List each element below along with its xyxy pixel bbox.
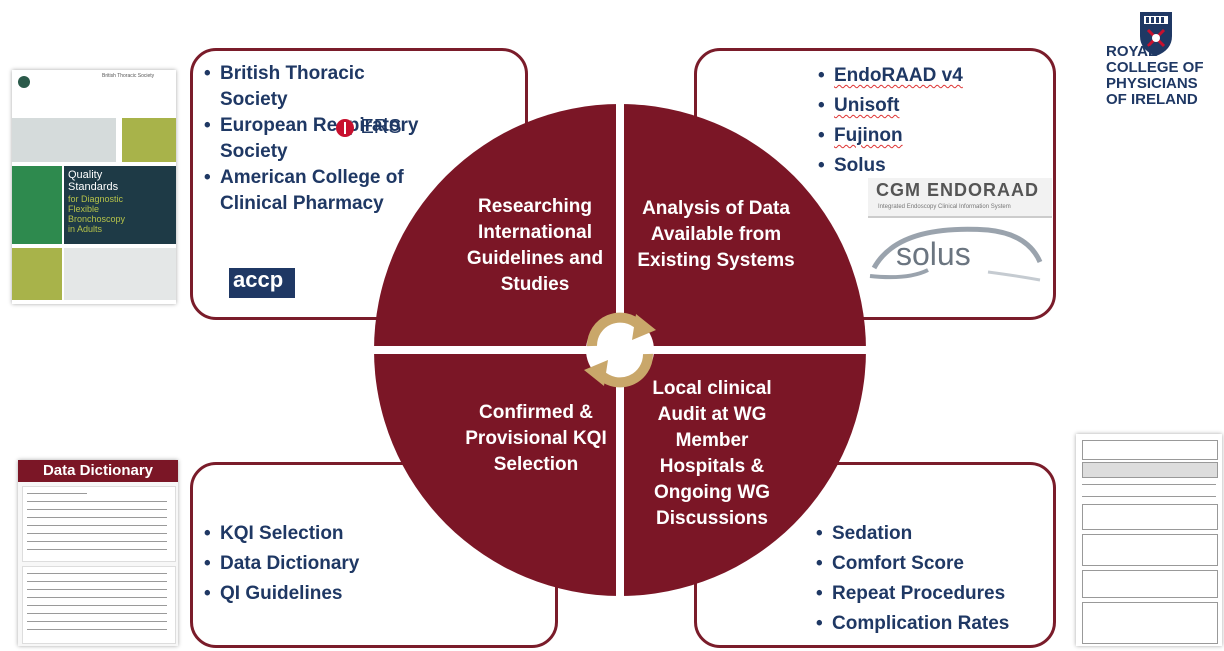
list-item-accp: American College of Clinical Pharmacy [204,165,420,217]
bts-title-panel: Quality Standards for Diagnostic Flexibl… [64,166,176,244]
process-cycle-diagram [370,100,870,600]
cgm-text: CGM ENDORAAD [876,180,1039,200]
kqi-outputs-list: KQI Selection Data Dictionary QI Guideli… [204,519,359,609]
existing-systems-list: EndoRAAD v4 Unisoft Fujinon Solus [818,61,963,181]
quadrant-research-label: Researching International Guidelines and… [466,196,604,295]
rcpi-line-3: PHYSICIANS [1106,75,1198,92]
data-dictionary-title: Data Dictionary [18,460,178,482]
list-item-solus: Solus [818,151,963,181]
list-item-kqi-selection: KQI Selection [204,519,359,549]
list-item-endoraad: EndoRAAD v4 [818,61,963,91]
bts-title-line-1: Quality [68,169,103,181]
list-item-sedation: Sedation [816,519,1009,549]
guidelines-sources-list: British Thoracic Society European Respir… [204,61,434,217]
accp-logo: accp [229,268,295,298]
rcpi-line-2: COLLEGE OF [1106,59,1204,76]
bts-block-green-2 [12,166,62,244]
recycle-arrows-icon [584,312,656,388]
bts-block-green-1 [122,118,176,162]
list-item-comfort-score: Comfort Score [816,549,1009,579]
unisoft-label: Unisoft [834,95,900,116]
bts-block-grey-1 [12,118,116,162]
list-item-ers: European Respiratory Society [204,113,420,165]
bts-org-name: British Thoracic Society [102,73,155,79]
list-item-repeat-procedures: Repeat Procedures [816,579,1009,609]
ers-lungs-icon [336,118,354,137]
bts-subtitle-line-3: Bronchoscopy [68,214,126,224]
bts-title-line-2: Standards [68,181,119,193]
endoraad-label: EndoRAAD v4 [834,65,963,86]
fujinon-label: Fujinon [834,125,903,146]
rcpi-line-1: ROYAL [1106,43,1158,60]
bts-subtitle-line-4: in Adults [68,224,103,234]
cgm-subtext: Integrated Endoscopy Clinical Informatio… [878,204,1011,210]
rcpi-line-4: OF IRELAND [1106,91,1198,108]
list-item-complication-rates: Complication Rates [816,609,1009,639]
data-dictionary-page-2 [22,566,176,644]
bts-quality-standards-document: British Thoracic Society Quality Standar… [12,70,176,304]
quadrant-audit-label: Local clinical Audit at WG Member Hospit… [652,378,772,529]
list-item-qi-guidelines: QI Guidelines [204,579,359,609]
bts-block-grey-2 [64,248,176,300]
rcpi-text: ROYAL COLLEGE OF PHYSICIANS OF IRELAND [1106,44,1204,108]
bts-block-green-3 [12,248,62,300]
quadrant-analysis-label: Analysis of Data Available from Existing… [637,198,795,271]
list-item-bts: British Thoracic Society [204,61,390,113]
data-dictionary-document: Data Dictionary [18,460,178,646]
bts-subtitle-line-1: for Diagnostic [68,194,124,204]
bts-subtitle-line-2: Flexible [68,204,100,214]
bts-title: Quality Standards [68,169,118,193]
solus-logo: solus [868,222,1044,286]
accp-text: accp [233,267,284,292]
rcpi-logo: ROYAL COLLEGE OF PHYSICIANS OF IRELAND [1100,10,1210,120]
list-item-data-dictionary: Data Dictionary [204,549,359,579]
solus-text: solus [896,236,971,272]
list-item-unisoft: Unisoft [818,91,963,121]
bts-logo-icon [18,76,30,88]
bts-subtitle: for Diagnostic Flexible Bronchoscopy in … [68,194,125,234]
audit-form-document [1076,434,1222,646]
ers-text: ERS [360,116,402,138]
data-dictionary-page-1 [22,486,176,562]
audit-measures-list: Sedation Comfort Score Repeat Procedures… [816,519,1009,639]
ers-logo: ERS [336,116,402,140]
rcpi-crest-icon [1140,12,1172,56]
cgm-endoraad-logo: CGM ENDORAAD Integrated Endoscopy Clinic… [868,178,1052,218]
solus-swoosh-icon [869,226,1043,282]
list-item-fujinon: Fujinon [818,121,963,151]
quadrant-kqi-selection-label: Confirmed & Provisional KQI Selection [465,402,607,475]
